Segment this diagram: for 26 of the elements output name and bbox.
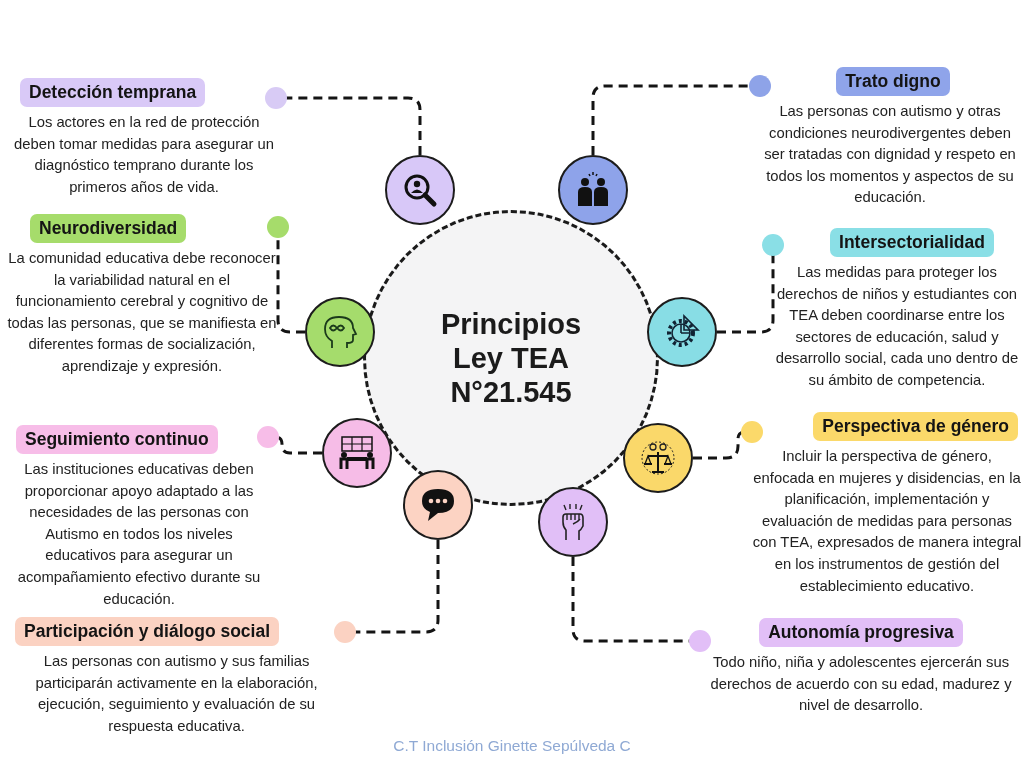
principle-description: Todo niño, niña y adolescentes ejercerán sus derechos de acuerdo con su edad, madurez y nivel de desarrollo. (709, 653, 1013, 716)
principle-description: Las medidas para proteger los derechos de niños y estudiantes con TEA deben coordinarse entre los sectores de educación, salud y desarrollo social, cada uno dentro de su ámbito de competencia. (774, 263, 1020, 390)
dashed-connector (257, 426, 322, 455)
principle-description: La comunidad educativa debe reconocer la variabilidad natural en el funcionamiento cerebral y cognitivo de todas las personas, que se manifiesta en diferentes formas de socialización, aprendizaje y expresión. (6, 249, 278, 376)
center-title: Principios Ley TEA N°21.545 (439, 306, 583, 410)
dashed-connector (265, 87, 422, 155)
principle-description: Las instituciones educativas deben proporcionar apoyo adaptado a las necesidades de las personas con Autismo en todos los niveles educativos para asegurar un acompañamiento efectivo durante su educación. (16, 460, 262, 609)
principle-description: Las personas con autismo y sus familias participarán activamente en la elaboración, ejecución, seguimiento y evaluación de su respuesta educativa. (34, 652, 319, 736)
principle-description: Las personas con autismo y otras condiciones neurodivergentes deben ser tratadas con dignidad y respeto en todos los momentos y aspectos de su educación. (763, 102, 1017, 208)
principle-heading: Intersectorialidad (830, 228, 994, 257)
principle-heading: Participación y diálogo social (15, 617, 280, 646)
principle-heading: Perspectiva de género (813, 412, 1018, 441)
principle-heading: Trato digno (836, 67, 950, 96)
author-credit: C.T Inclusión Ginette Sepúlveda C (392, 737, 632, 755)
dashed-connector (571, 557, 711, 652)
principle-heading: Neurodiversidad (30, 214, 187, 243)
dashed-connector (693, 421, 763, 460)
principle-heading: Seguimiento continuo (16, 425, 218, 454)
principle-description: Los actores en la red de protección deben tomar medidas para asegurar un diagnóstico temprano durante los primeros años de vida. (13, 113, 275, 197)
dashed-connector (717, 234, 784, 334)
dashed-connector (267, 216, 305, 334)
principle-heading: Detección temprana (20, 78, 206, 107)
dashed-connector (334, 540, 440, 643)
principle-description: Incluir la perspectiva de género, enfocada en mujeres y disidencias, en la planificación, implementación y evaluación de medidas para personas con TEA, expresados de manera integral en los instrumentos de gestión del establecimiento educativo. (752, 447, 1022, 596)
principle-heading: Autonomía progresiva (759, 618, 963, 647)
dashed-connector (591, 75, 771, 155)
